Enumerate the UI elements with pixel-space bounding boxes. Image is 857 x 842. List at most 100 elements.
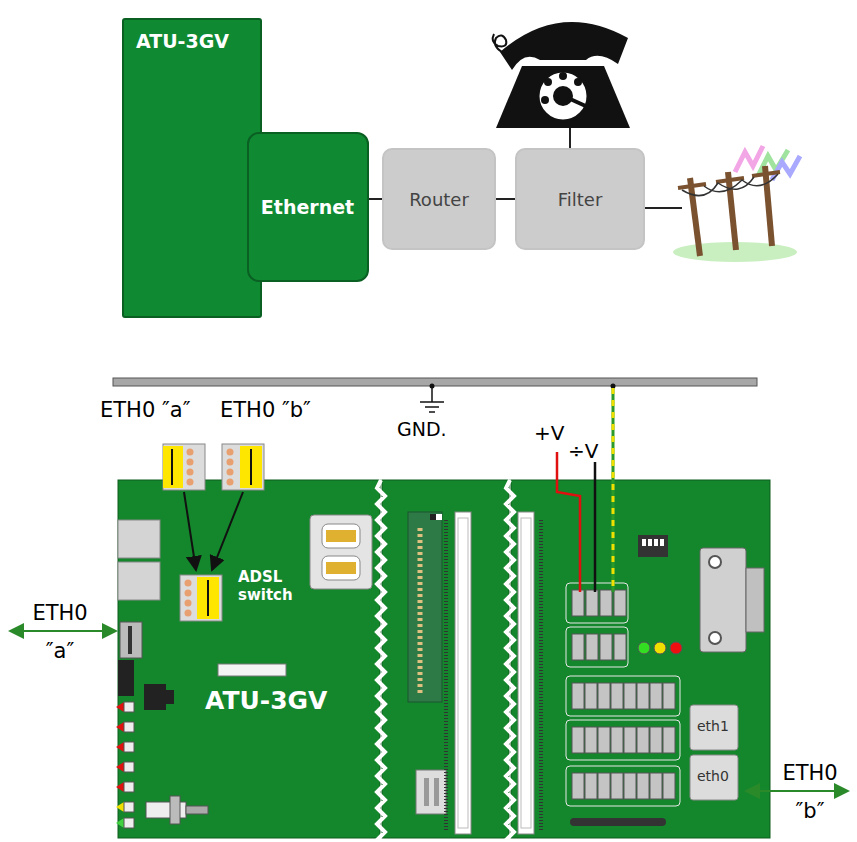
switch-option-a-part xyxy=(163,446,183,488)
right-board-parts-part-part xyxy=(614,590,626,616)
right-board-parts-part-part xyxy=(624,727,636,753)
right-board-parts-part-part xyxy=(611,683,623,709)
power-wires-part xyxy=(557,452,580,592)
node-label: ATU-3GV xyxy=(136,30,229,52)
right-board-parts-part-part xyxy=(585,727,597,753)
right-board-parts-part-part xyxy=(624,773,636,799)
right-board-parts-part-part xyxy=(650,727,662,753)
telephone-icon-part xyxy=(544,78,552,86)
adsl-switch-part xyxy=(197,577,219,619)
middle-board-parts-part xyxy=(434,778,439,806)
right-board-parts-part xyxy=(572,590,675,799)
left-board-parts-part xyxy=(128,626,132,654)
right-board-parts-part-part xyxy=(572,634,584,660)
telephone-icon-part xyxy=(569,126,571,148)
right-board-parts-part-part xyxy=(614,634,626,660)
connector-line xyxy=(369,198,383,200)
right-board-parts-part xyxy=(709,632,721,644)
right-board-parts-part-part xyxy=(650,683,662,709)
power-wires-part xyxy=(612,388,615,592)
right-board-parts-part-part xyxy=(637,683,649,709)
right-board-parts-part-part xyxy=(572,773,584,799)
telephone-icon-part xyxy=(496,66,630,128)
right-board-parts-part xyxy=(654,539,658,546)
middle-board-parts-part xyxy=(444,520,448,830)
ground-bar-part xyxy=(420,401,444,403)
left-board-parts-part xyxy=(124,818,134,828)
left-board-parts-part xyxy=(124,802,134,812)
eth0-arrows-part xyxy=(10,630,116,632)
right-board-parts-part-part xyxy=(600,634,612,660)
eth0-arrows-part xyxy=(746,790,848,792)
middle-board-parts-part xyxy=(418,528,423,696)
left-board-parts-part xyxy=(326,562,356,574)
telephone-icon xyxy=(493,22,630,148)
switch-option-a-part xyxy=(163,444,205,490)
right-board-parts-part-part xyxy=(637,727,649,753)
telephone-poles-part xyxy=(645,207,682,209)
right-board-parts-part xyxy=(638,535,668,557)
node-label: Router xyxy=(409,189,469,210)
left-board-parts-part xyxy=(170,796,180,824)
switch-option-a-part xyxy=(171,449,173,485)
supply-label: +V xyxy=(534,421,564,445)
right-board-parts-part-part xyxy=(600,590,612,616)
right-board-parts-part-part xyxy=(598,683,610,709)
adsl-switch-part xyxy=(207,580,209,616)
adsl-switch xyxy=(180,575,222,621)
right-board-parts-part xyxy=(566,627,628,667)
telephone-icon-part xyxy=(541,96,549,104)
port-label: ETH0 ″a″ xyxy=(100,398,190,422)
right-board-parts-part xyxy=(746,568,764,632)
switch-option-b-part xyxy=(240,446,262,488)
right-board-parts-part xyxy=(566,766,680,806)
node-label: Filter xyxy=(558,189,603,210)
switch-option-b-part xyxy=(227,459,234,466)
right-board-parts-part xyxy=(700,548,746,652)
port-label: ETH0 ″b″ xyxy=(768,754,852,830)
ground-bar-part xyxy=(611,384,616,389)
switch-option-a-part xyxy=(187,479,194,486)
left-board-parts-part xyxy=(326,530,356,542)
middle-board-parts-part xyxy=(521,518,531,828)
right-board-parts-part xyxy=(638,642,650,654)
middle-board-parts-part xyxy=(455,512,471,834)
right-board-parts-part xyxy=(570,818,666,826)
right-board-parts-part-part xyxy=(572,727,584,753)
right-board-parts-part-part xyxy=(663,727,675,753)
left-board-parts-part xyxy=(310,515,372,589)
port-label: ETH0 ″b″ xyxy=(220,398,311,422)
left-board-parts-part xyxy=(120,622,142,658)
middle-board-parts-part xyxy=(518,512,534,834)
eth0-arrows xyxy=(10,631,848,791)
telephone-poles-part xyxy=(728,172,736,250)
right-board-parts-part-part xyxy=(585,683,597,709)
right-board-parts-part-part xyxy=(663,773,675,799)
left-board-parts-part xyxy=(322,556,360,580)
telephone-poles-part xyxy=(765,166,772,246)
telephone-icon-part xyxy=(500,22,628,70)
board-label: ATU-3GV xyxy=(205,686,327,715)
circuit-boards-part xyxy=(506,480,514,842)
left-board-parts-part xyxy=(166,690,174,704)
adsl-switch-part xyxy=(185,590,192,597)
ground-bar-part xyxy=(430,384,435,389)
telephone-poles-part xyxy=(704,174,778,192)
switch-option-b-part xyxy=(227,449,234,456)
adsl-switch-part xyxy=(185,610,192,617)
middle-board-parts-part xyxy=(408,512,442,702)
device-box: ATU-3GVEthernet xyxy=(122,18,262,318)
left-board-parts-part xyxy=(322,524,360,548)
right-board-parts-part xyxy=(670,642,682,654)
interface-box: Ethernet xyxy=(247,132,369,282)
adsl-switch-part xyxy=(185,580,192,587)
right-board-parts-part-part xyxy=(572,683,584,709)
telephone-poles-part xyxy=(682,177,754,196)
right-board-parts-part xyxy=(690,755,738,800)
right-board-parts-part xyxy=(660,539,664,546)
port-label: ETH0 ″a″ xyxy=(18,594,102,670)
circuit-boards xyxy=(118,480,770,842)
left-board-parts-part xyxy=(118,660,134,696)
middle-board-parts-part xyxy=(424,778,429,806)
left-board-parts-part xyxy=(118,520,160,558)
